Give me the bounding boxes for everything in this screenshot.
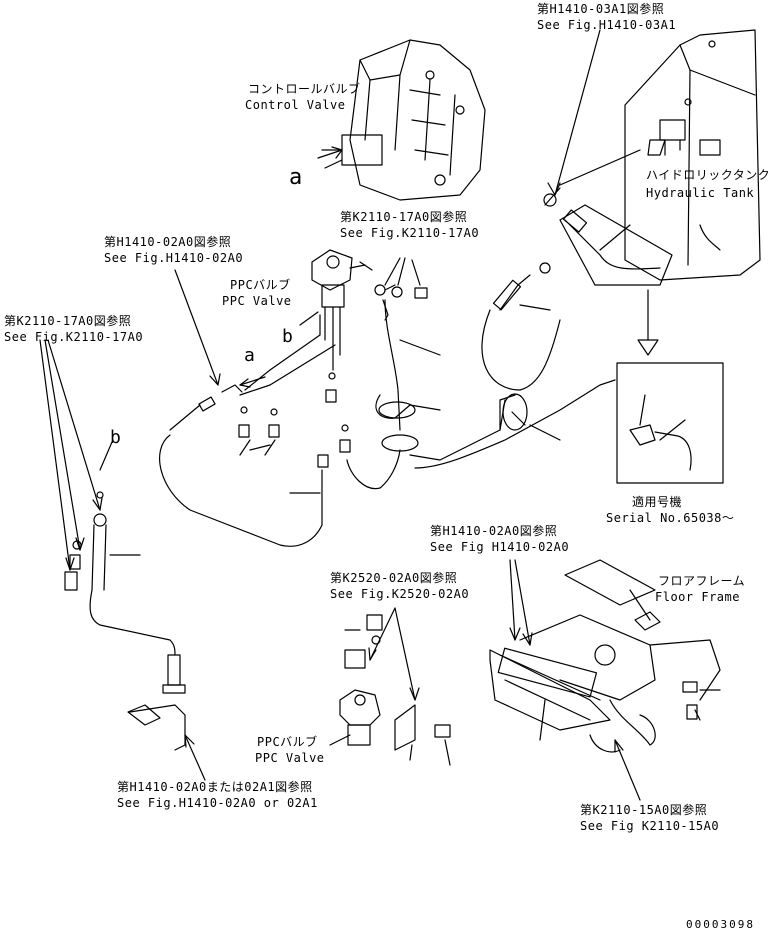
ref-h1410-02a0-jp-right: 第H1410-02A0図参照 [430, 524, 558, 538]
view-letter-a-mid: a [244, 345, 256, 366]
hydraulic-tank-jp: ハイドロリックタンク [646, 168, 771, 182]
view-letter-a-top: a [289, 165, 303, 190]
leader-lines [39, 29, 721, 801]
serial-arrow [637, 289, 659, 356]
ref-h1410-03a1-jp: 第H1410-03A1図参照 [537, 2, 665, 16]
ppc-valve-top-drawing [311, 249, 373, 371]
ref-h1410-02a0-or-en: See Fig.H1410-02A0 or 02A1 [117, 796, 318, 810]
serial-inset-box [616, 362, 724, 484]
control-valve-en: Control Valve [245, 98, 346, 112]
floor-frame-en: Floor Frame [655, 590, 740, 604]
ref-k2110-15a0-jp: 第K2110-15A0図参照 [580, 803, 708, 817]
left-fittings [64, 491, 186, 751]
view-letter-b-left: b [110, 427, 122, 448]
ref-h1410-02a0-en-left: See Fig.H1410-02A0 [104, 251, 244, 265]
ppc-valve-bottom-drawing [339, 614, 451, 751]
serial-jp: 適用号機 [632, 495, 683, 509]
ppc-valve-jp-top: PPCバルブ [230, 278, 291, 292]
ref-k2520-02a0-jp: 第K2520-02A0図参照 [330, 571, 458, 585]
ref-k2110-17a0-jp-left: 第K2110-17A0図参照 [4, 314, 132, 328]
ref-k2110-15a0-en: See Fig K2110-15A0 [580, 819, 720, 833]
floor-frame-jp: フロアフレーム [658, 574, 746, 588]
ppc-valve-en-top: PPC Valve [222, 294, 292, 308]
view-letter-b-mid: b [282, 326, 294, 347]
ppc-valve-jp-bottom: PPCバルブ [257, 735, 318, 749]
control-valve-drawing [321, 39, 486, 201]
ref-k2110-17a0-en-upper: See Fig.K2110-17A0 [340, 226, 480, 240]
ref-k2520-02a0-en: See Fig.K2520-02A0 [330, 587, 470, 601]
hydraulic-tank-drawing [559, 29, 761, 281]
control-valve-jp: コントロールバルブ [248, 82, 361, 96]
ppc-lines [238, 314, 351, 468]
serial-en: Serial No.65038～ [606, 511, 735, 525]
ref-k2110-17a0-en-left: See Fig.K2110-17A0 [4, 330, 144, 344]
fittings-top [374, 257, 428, 321]
floor-frame-drawing [489, 559, 721, 753]
ppc-valve-en-bottom: PPC Valve [255, 751, 325, 765]
ref-h1410-02a0-jp-left: 第H1410-02A0図参照 [104, 235, 232, 249]
hoses [159, 262, 616, 547]
hydraulic-tank-en: Hydraulic Tank [646, 186, 755, 200]
ref-h1410-02a0-en-right: See Fig H1410-02A0 [430, 540, 570, 554]
ref-k2110-17a0-jp-upper: 第K2110-17A0図参照 [340, 210, 468, 224]
ref-h1410-03a1-en: See Fig.H1410-03A1 [537, 18, 677, 32]
drawing-number: 00003098 [686, 918, 755, 931]
ref-h1410-02a0-or-jp: 第H1410-02A0または02A1図参照 [117, 780, 313, 794]
tank-hose-inset [543, 187, 673, 286]
